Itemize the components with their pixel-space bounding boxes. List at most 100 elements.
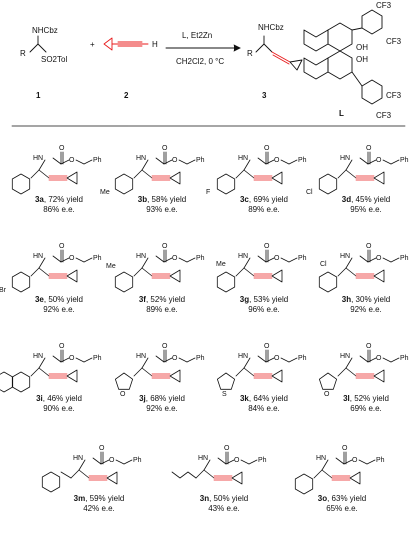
hn-label: HN bbox=[33, 353, 43, 360]
product-3-cyclopropyl bbox=[289, 59, 303, 71]
product-3-structure bbox=[255, 35, 273, 53]
ph-label: Ph bbox=[196, 157, 205, 164]
product-ee: 86% e.e. bbox=[43, 205, 75, 214]
product-3i-structure bbox=[0, 349, 93, 393]
product-ee: 92% e.e. bbox=[43, 305, 75, 314]
product-3f-structure bbox=[114, 249, 196, 293]
methyl-label: Me bbox=[106, 263, 116, 270]
ph-label: Ph bbox=[93, 157, 102, 164]
product-ee: 92% e.e. bbox=[350, 305, 382, 314]
ligand-label: L bbox=[339, 109, 344, 118]
reagent-1-label: 1 bbox=[36, 91, 41, 100]
product-id: 3i bbox=[36, 394, 43, 403]
hn-label: HN bbox=[238, 155, 248, 162]
product-yield: , 45% yield bbox=[351, 195, 391, 204]
ph-label: Ph bbox=[298, 355, 307, 362]
product-id: 3b bbox=[137, 195, 148, 204]
product-ee: 95% e.e. bbox=[350, 205, 382, 214]
carbonyl-o-label: O bbox=[59, 343, 65, 350]
product-yield: , 46% yield bbox=[42, 394, 82, 403]
carbonyl-o-label: O bbox=[162, 243, 168, 250]
product-3m-structure bbox=[41, 451, 133, 493]
conditions-top: L, Et2Zn bbox=[182, 31, 212, 40]
product-yield: , 68% yield bbox=[145, 394, 185, 403]
product-yield: , 72% yield bbox=[43, 195, 84, 204]
product-ee: 43% e.e. bbox=[208, 504, 240, 513]
ligand-oh-2: OH bbox=[356, 55, 368, 64]
hn-label: HN bbox=[136, 253, 146, 260]
ester-o-label: O bbox=[172, 157, 178, 164]
carbonyl-o-label: O bbox=[162, 343, 168, 350]
product-ee: 89% e.e. bbox=[146, 305, 178, 314]
reaction-arrow bbox=[165, 44, 241, 52]
ester-o-label: O bbox=[274, 157, 280, 164]
product-id: 3m bbox=[73, 494, 86, 503]
fluoro-label: F bbox=[206, 189, 210, 196]
carbonyl-o-label: O bbox=[366, 343, 372, 350]
hn-label: HN bbox=[73, 455, 83, 462]
hn-label: HN bbox=[340, 253, 350, 260]
hn-label: HN bbox=[238, 253, 248, 260]
product-yield: , 50% yield bbox=[43, 295, 84, 304]
product-3n-structure bbox=[171, 451, 258, 485]
chloro-label: Cl bbox=[306, 189, 313, 196]
hn-label: HN bbox=[340, 155, 350, 162]
ligand-cf3-top-2: CF3 bbox=[386, 37, 402, 46]
ester-o-label: O bbox=[69, 255, 75, 262]
bromo-label: Br bbox=[0, 287, 7, 294]
carbonyl-o-label: O bbox=[59, 243, 65, 250]
hn-label: HN bbox=[136, 155, 146, 162]
ester-o-label: O bbox=[69, 355, 75, 362]
ester-o-label: O bbox=[376, 355, 382, 362]
ph-label: Ph bbox=[93, 255, 102, 262]
product-id: 3o bbox=[317, 494, 328, 503]
product-ee: 42% e.e. bbox=[83, 504, 115, 513]
carbonyl-o-label: O bbox=[342, 445, 348, 452]
product-id: 3j bbox=[139, 394, 146, 403]
product-ee: 84% e.e. bbox=[248, 404, 280, 413]
product-3o-structure bbox=[294, 451, 376, 495]
ester-o-label: O bbox=[274, 255, 280, 262]
ph-label: Ph bbox=[400, 255, 409, 262]
product-yield: , 52% yield bbox=[145, 295, 186, 304]
hn-label: HN bbox=[238, 353, 248, 360]
heteroatom-label: O bbox=[324, 391, 330, 398]
hn-label: HN bbox=[136, 353, 146, 360]
product-3-label: 3 bbox=[262, 91, 267, 100]
carbonyl-o-label: O bbox=[59, 145, 65, 152]
ligand-cf3-bottom-2: CF3 bbox=[376, 111, 392, 120]
reagent-1-structure bbox=[29, 35, 47, 53]
reagent-2-label: 2 bbox=[124, 91, 129, 100]
product-3a-structure bbox=[11, 151, 93, 195]
reagent-2-structure bbox=[103, 37, 149, 51]
carbonyl-o-label: O bbox=[224, 445, 230, 452]
product-yield: , 50% yield bbox=[209, 494, 249, 503]
product-3-r: R bbox=[247, 49, 253, 58]
carbonyl-o-label: O bbox=[264, 243, 270, 250]
carbonyl-o-label: O bbox=[264, 145, 270, 152]
product-yield: , 53% yield bbox=[249, 295, 289, 304]
